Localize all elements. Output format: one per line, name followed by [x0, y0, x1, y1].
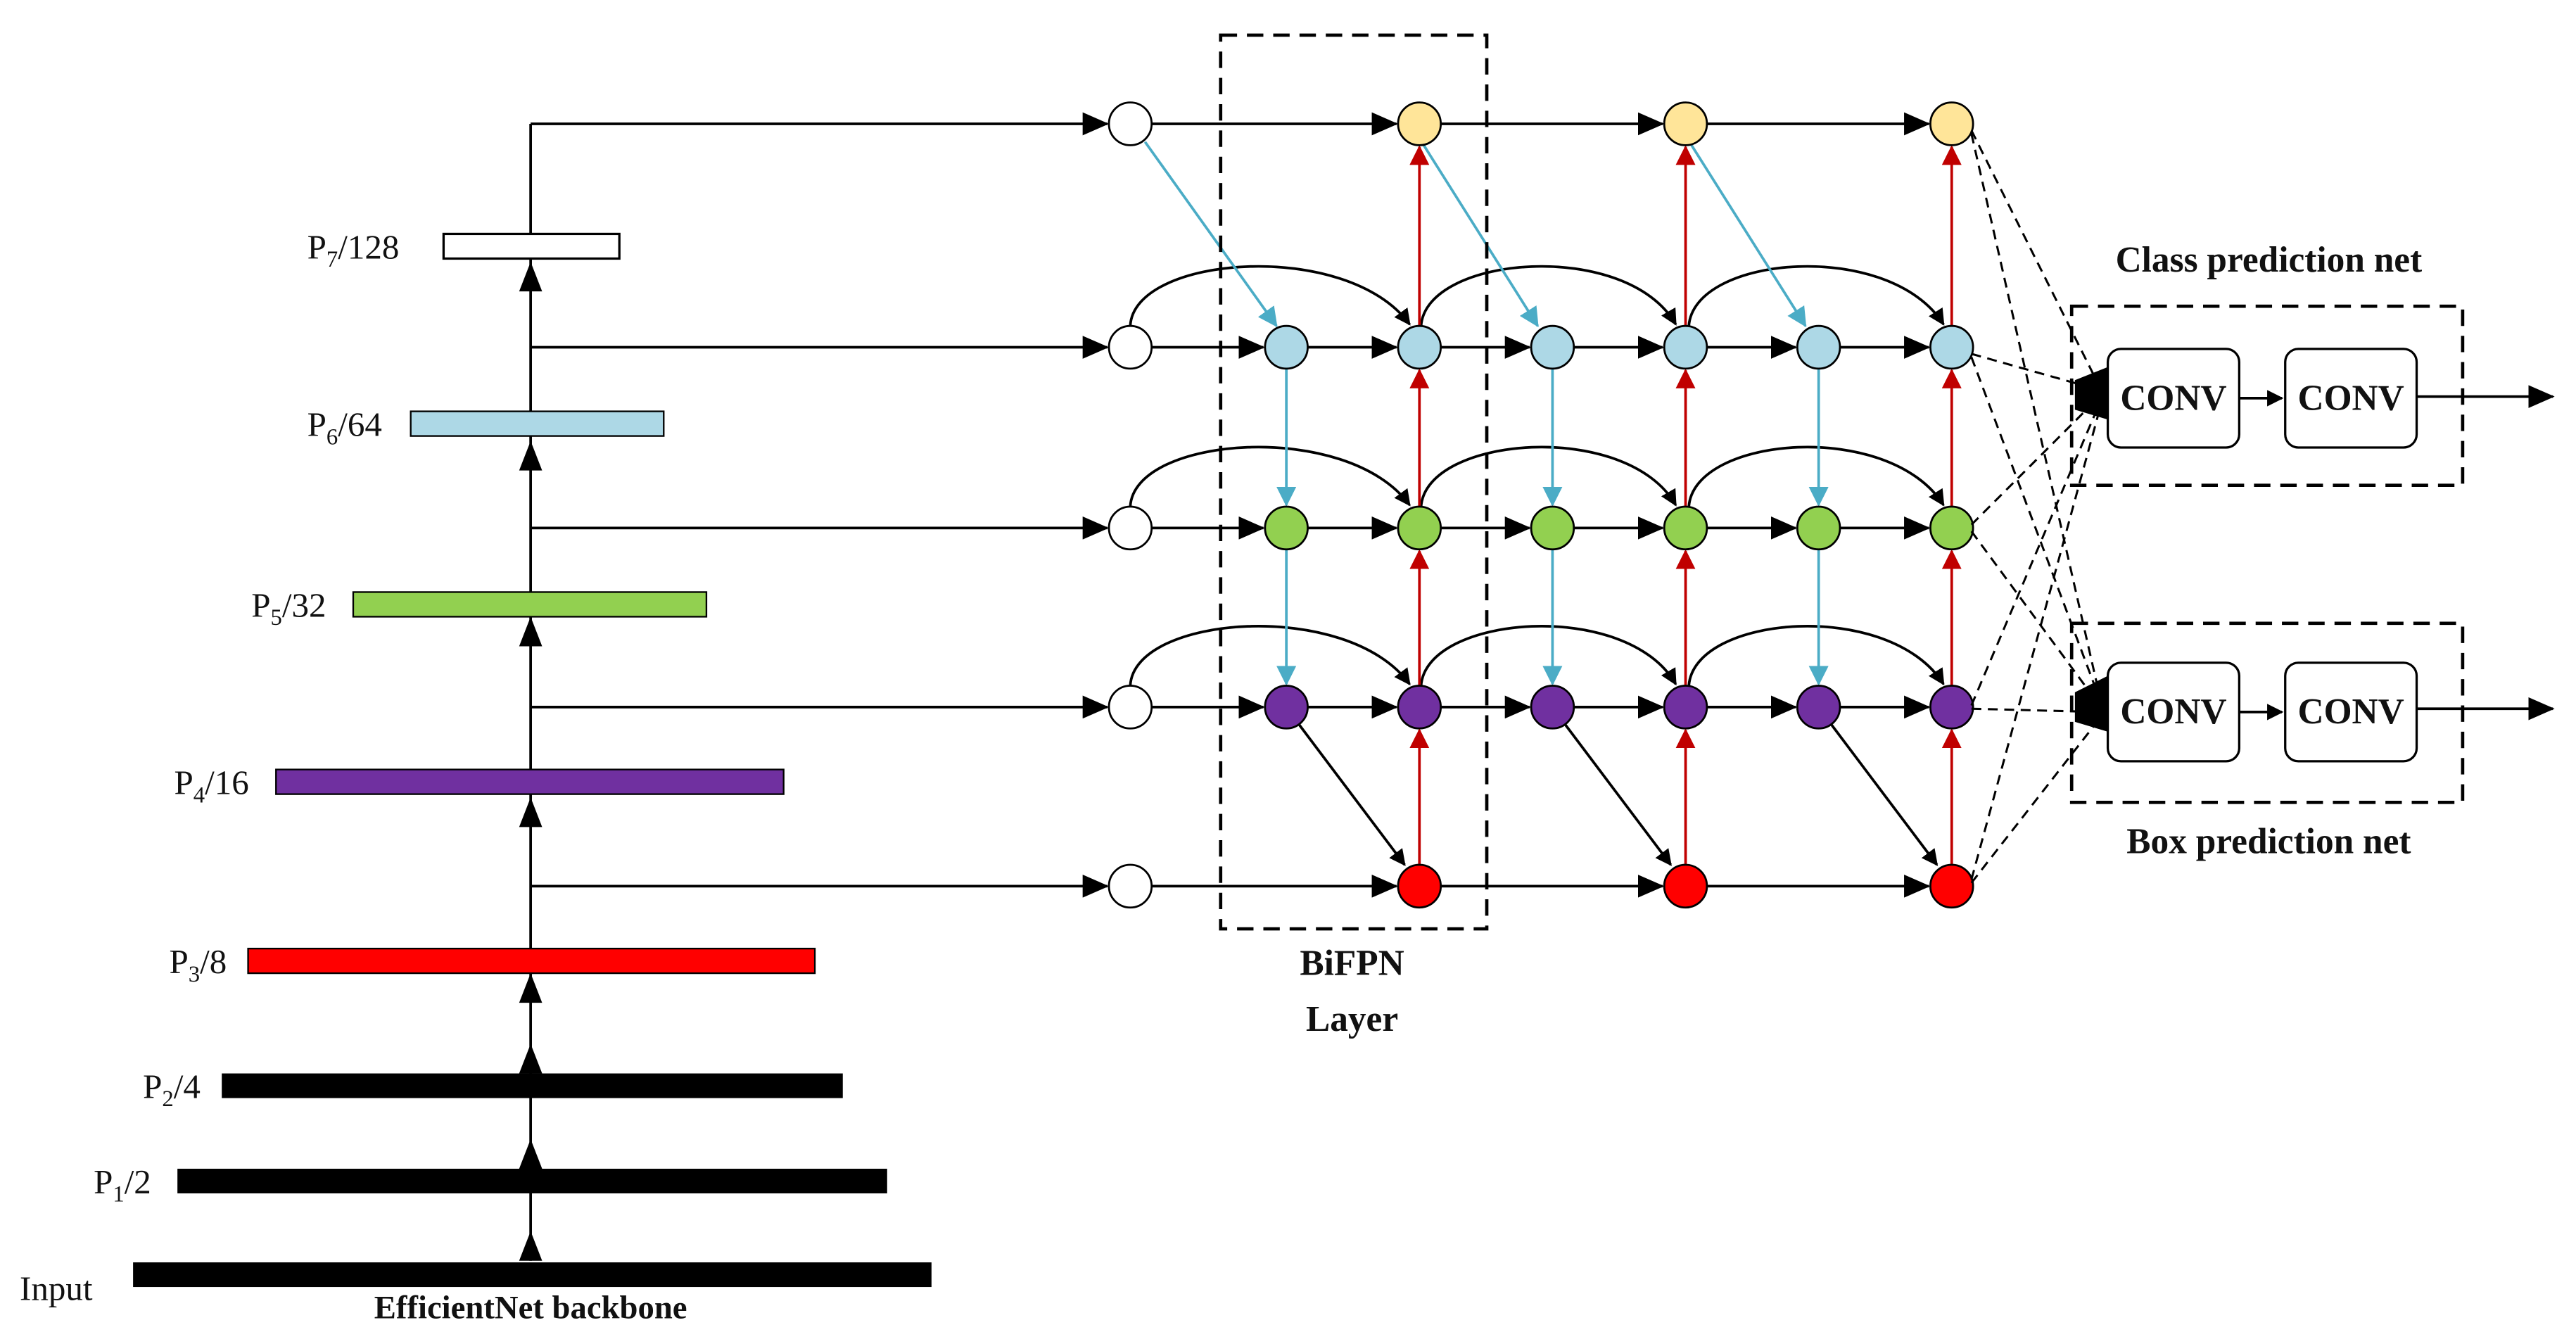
p5-bar — [352, 591, 708, 618]
box-conv1-label: CONV — [2120, 692, 2226, 732]
p4-bar — [275, 768, 785, 795]
p5-node — [1796, 505, 1841, 551]
p1-label: P1/2 — [94, 1162, 151, 1207]
p5-node — [1264, 505, 1309, 551]
p1-bar — [177, 1168, 887, 1193]
p3-label: P3/8 — [169, 942, 227, 987]
box-head-arrowhead — [2074, 675, 2108, 732]
p7-node — [1929, 101, 1974, 146]
class-conv2-label: CONV — [2298, 378, 2404, 418]
input-node-p6 — [1108, 324, 1153, 370]
box-conv2 — [2284, 661, 2418, 763]
class-conv1-label: CONV — [2120, 378, 2226, 418]
p5-label: P5/32 — [251, 585, 326, 630]
p3-bar — [247, 947, 816, 975]
trunk-arrows — [519, 262, 543, 1261]
bifpn-nodes — [1108, 101, 1974, 909]
input-label: Input — [20, 1269, 93, 1308]
p4-node — [1663, 685, 1708, 730]
p4-node — [1929, 685, 1974, 730]
head-fanin-lines — [1970, 129, 2101, 884]
box-net-title: Box prediction net — [2126, 822, 2411, 862]
p6-node — [1397, 324, 1442, 370]
p2-bar — [222, 1073, 843, 1098]
class-net-title: Class prediction net — [2116, 240, 2423, 280]
input-node-p3 — [1108, 863, 1153, 909]
p5-node — [1663, 505, 1708, 551]
p5-node — [1530, 505, 1575, 551]
p3-node — [1397, 863, 1442, 909]
input-node-p7 — [1108, 101, 1153, 146]
p6-node — [1929, 324, 1974, 370]
p6-label: P6/64 — [307, 405, 382, 450]
p7-bar — [442, 232, 621, 260]
backbone-to-bifpn-links — [531, 112, 1110, 898]
p7-node — [1663, 101, 1708, 146]
bifpn-layer-box — [1219, 33, 1489, 931]
p6-node — [1796, 324, 1841, 370]
p7-label: P7/128 — [307, 227, 400, 272]
bifpn-label-line2: Layer — [1306, 999, 1398, 1039]
p5-node — [1929, 505, 1974, 551]
backbone-title: EfficientNet backbone — [374, 1289, 687, 1326]
p6-node — [1530, 324, 1575, 370]
p2-label: P2/4 — [143, 1067, 201, 1112]
class-head-arrowhead — [2074, 367, 2108, 420]
p3-node — [1663, 863, 1708, 909]
box-conv2-label: CONV — [2298, 692, 2404, 732]
backbone: Input P1/2 P2/4 P3/8 P4/16 P5/32 P6/64 P… — [20, 124, 932, 1326]
p6-node — [1264, 324, 1309, 370]
input-bar — [133, 1262, 932, 1288]
p4-node — [1397, 685, 1442, 730]
p5-node — [1397, 505, 1442, 551]
p4-node — [1796, 685, 1841, 730]
p4-node — [1530, 685, 1575, 730]
input-node-p4 — [1108, 685, 1153, 730]
p7-node — [1397, 101, 1442, 146]
p4-node — [1264, 685, 1309, 730]
p4-label: P4/16 — [174, 763, 248, 808]
p3-node — [1929, 863, 1974, 909]
p6-node — [1663, 324, 1708, 370]
class-conv2 — [2284, 348, 2418, 449]
bifpn-edges — [1129, 112, 1962, 898]
bifpn-label-line1: BiFPN — [1300, 943, 1404, 983]
box-net-box — [2069, 621, 2465, 804]
input-node-p5 — [1108, 505, 1153, 551]
p6-bar — [410, 410, 665, 437]
